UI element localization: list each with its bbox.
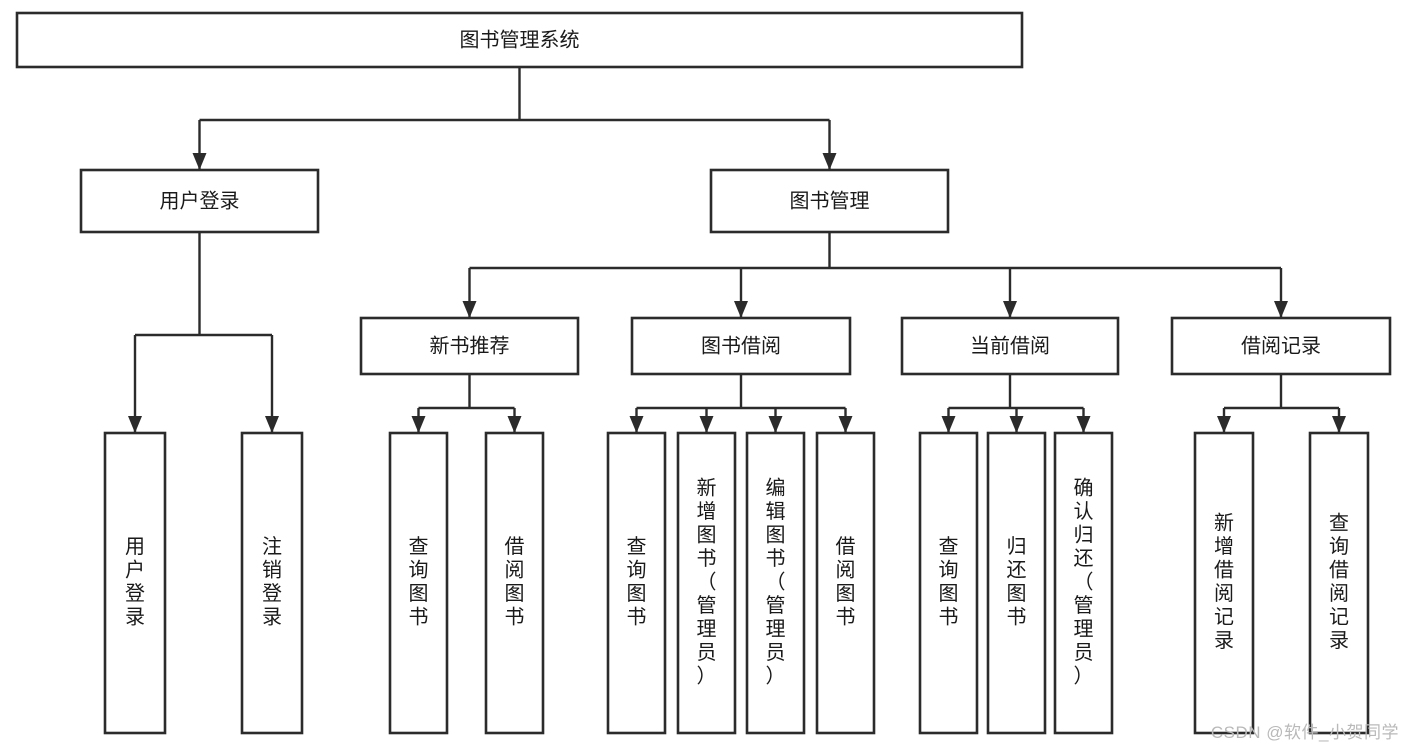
node-level3-2[interactable]: 当前借阅 xyxy=(900,316,1120,376)
node-level2-1-label: 图书管理 xyxy=(790,189,870,212)
arrow-head-icon xyxy=(128,416,142,433)
node-leaf-11[interactable]: 新增借阅记录 xyxy=(1193,431,1255,735)
node-leaf-1[interactable]: 注销登录 xyxy=(240,431,304,735)
node-level3-3[interactable]: 借阅记录 xyxy=(1170,316,1392,376)
arrow-head-icon xyxy=(822,153,837,170)
node-level2-1-box[interactable] xyxy=(709,168,950,234)
arrow-head-icon xyxy=(1332,416,1346,433)
node-leaf-7[interactable]: 借阅图书 xyxy=(815,431,876,735)
node-level3-1[interactable]: 图书借阅 xyxy=(630,316,852,376)
node-level3-0-label: 新书推荐 xyxy=(430,334,510,357)
node-leaf-1-box[interactable] xyxy=(240,431,304,735)
node-level2-0[interactable]: 用户登录 xyxy=(79,168,320,234)
node-level3-3-box[interactable] xyxy=(1170,316,1392,376)
arrow-head-icon xyxy=(1274,301,1288,318)
node-leaf-10-box[interactable] xyxy=(1053,431,1114,735)
node-leaf-4-box[interactable] xyxy=(606,431,667,735)
node-leaf-9[interactable]: 归还图书 xyxy=(986,431,1047,735)
node-level2-0-box[interactable] xyxy=(79,168,320,234)
node-leaf-7-label: 借阅图书 xyxy=(836,535,856,629)
node-leaf-12-box[interactable] xyxy=(1308,431,1370,735)
arrow-head-icon xyxy=(699,416,714,433)
arrow-head-icon xyxy=(192,153,207,170)
arrow-head-icon xyxy=(265,416,279,433)
arrow-head-icon xyxy=(734,301,748,318)
node-leaf-2-box[interactable] xyxy=(388,431,449,735)
node-root-box[interactable] xyxy=(15,11,1024,69)
node-leaf-5-label: 新增图书（管理员） xyxy=(697,476,717,687)
node-leaf-8[interactable]: 查询图书 xyxy=(918,431,979,735)
node-leaf-6[interactable]: 编辑图书（管理员） xyxy=(745,431,806,735)
node-root-label: 图书管理系统 xyxy=(460,28,580,51)
node-leaf-8-label: 查询图书 xyxy=(939,535,959,629)
node-leaf-9-label: 归还图书 xyxy=(1007,535,1027,629)
nodes-layer: 图书管理系统用户登录图书管理新书推荐图书借阅当前借阅借阅记录用户登录注销登录查询… xyxy=(15,11,1392,735)
node-leaf-4-label: 查询图书 xyxy=(627,535,647,629)
arrow-head-icon xyxy=(629,416,644,433)
node-level2-1[interactable]: 图书管理 xyxy=(709,168,950,234)
node-level3-2-label: 当前借阅 xyxy=(970,334,1050,357)
node-leaf-1-label: 注销登录 xyxy=(262,535,282,629)
node-leaf-12[interactable]: 查询借阅记录 xyxy=(1308,431,1370,735)
arrow-head-icon xyxy=(411,416,426,433)
arrow-head-icon xyxy=(941,416,956,433)
node-root[interactable]: 图书管理系统 xyxy=(15,11,1024,69)
node-level3-3-label: 借阅记录 xyxy=(1241,334,1321,357)
node-leaf-11-label: 新增借阅记录 xyxy=(1214,512,1234,653)
node-leaf-8-box[interactable] xyxy=(918,431,979,735)
node-leaf-2-label: 查询图书 xyxy=(409,535,429,629)
arrow-head-icon xyxy=(1076,416,1091,433)
node-leaf-10[interactable]: 确认归还（管理员） xyxy=(1053,431,1114,735)
node-level3-0-box[interactable] xyxy=(359,316,580,376)
node-leaf-4[interactable]: 查询图书 xyxy=(606,431,667,735)
node-level3-1-box[interactable] xyxy=(630,316,852,376)
arrow-head-icon xyxy=(838,416,853,433)
node-leaf-6-label: 编辑图书（管理员） xyxy=(766,476,786,687)
arrow-head-icon xyxy=(1009,416,1024,433)
arrow-head-icon xyxy=(507,416,522,433)
node-leaf-11-box[interactable] xyxy=(1193,431,1255,735)
arrow-head-icon xyxy=(768,416,783,433)
node-leaf-3-box[interactable] xyxy=(484,431,545,735)
connectors-layer xyxy=(128,67,1346,433)
node-leaf-6-box[interactable] xyxy=(745,431,806,735)
node-leaf-7-box[interactable] xyxy=(815,431,876,735)
node-leaf-12-label: 查询借阅记录 xyxy=(1329,512,1349,653)
node-leaf-10-label: 确认归还（管理员） xyxy=(1074,476,1094,687)
node-leaf-9-box[interactable] xyxy=(986,431,1047,735)
csdn-watermark: CSDN @软件_小贺同学 xyxy=(1210,723,1399,742)
node-leaf-0-box[interactable] xyxy=(103,431,167,735)
arrow-head-icon xyxy=(462,301,477,318)
node-leaf-0-label: 用户登录 xyxy=(125,536,145,629)
node-leaf-5-box[interactable] xyxy=(676,431,737,735)
node-level3-0[interactable]: 新书推荐 xyxy=(359,316,580,376)
arrow-head-icon xyxy=(1217,416,1231,433)
arrow-head-icon xyxy=(1003,301,1017,318)
node-level3-1-label: 图书借阅 xyxy=(701,334,781,357)
node-leaf-3[interactable]: 借阅图书 xyxy=(484,431,545,735)
node-leaf-2[interactable]: 查询图书 xyxy=(388,431,449,735)
node-leaf-0[interactable]: 用户登录 xyxy=(103,431,167,735)
node-leaf-3-label: 借阅图书 xyxy=(505,535,525,629)
node-level2-0-label: 用户登录 xyxy=(160,189,240,212)
node-leaf-5[interactable]: 新增图书（管理员） xyxy=(676,431,737,735)
node-level3-2-box[interactable] xyxy=(900,316,1120,376)
